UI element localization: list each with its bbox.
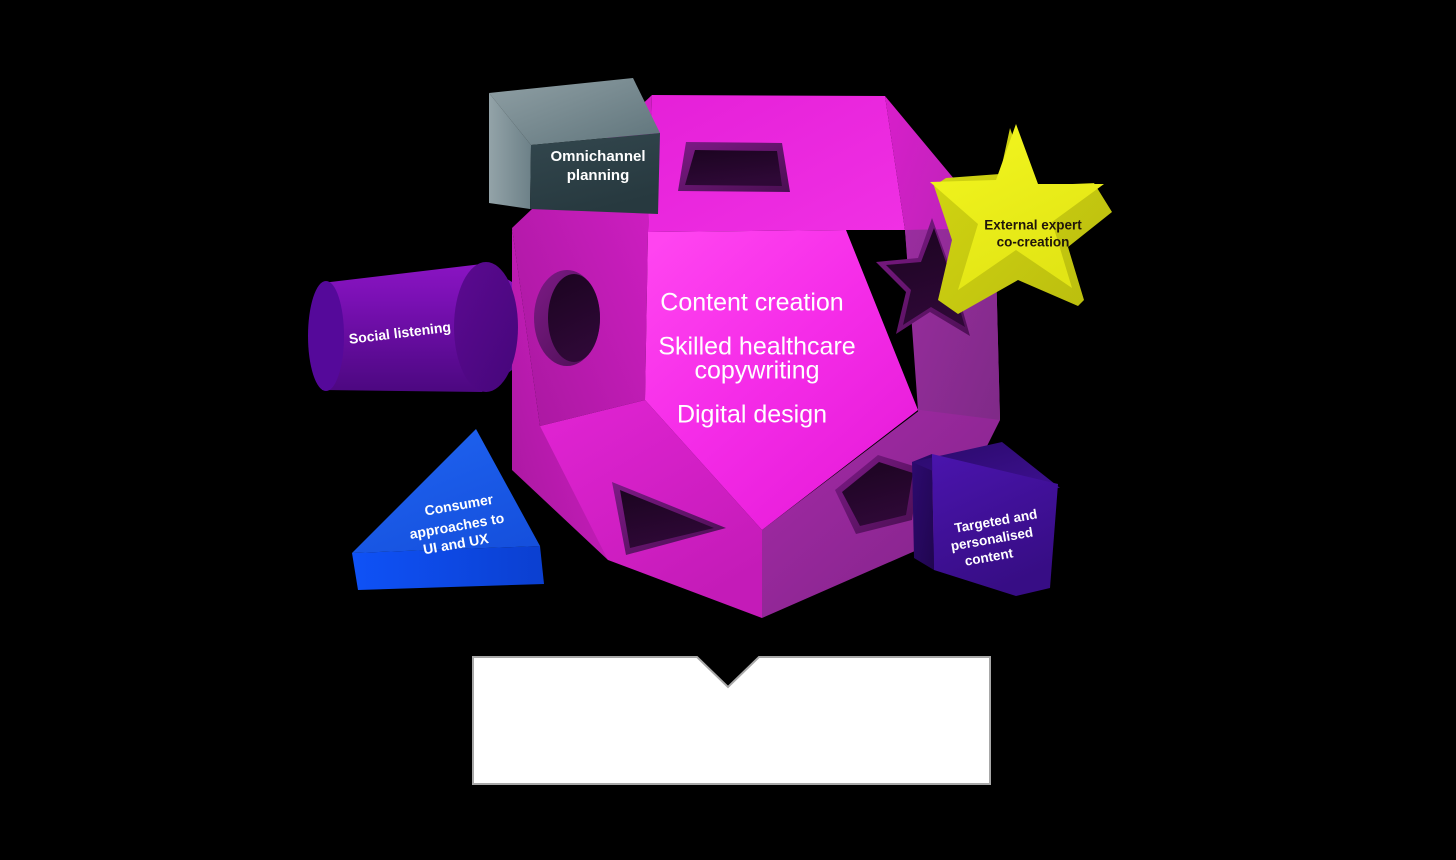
caption-panel[interactable] — [472, 656, 991, 785]
star-front-face — [930, 124, 1104, 290]
piece-omnichannel-planning[interactable]: Omnichannel planning — [489, 78, 660, 214]
triangle-base-face — [352, 546, 544, 590]
cavity-square — [678, 142, 790, 192]
piece-targeted-personalised-content[interactable]: Targeted and personalised content — [912, 442, 1060, 596]
cavity-star — [876, 218, 992, 336]
central-dodecahedron: Content creation Skilled healthcare copy… — [512, 95, 1000, 618]
cylinder-right-cap — [454, 262, 518, 392]
core-face-front — [645, 230, 918, 530]
cavity-pentagon — [835, 455, 920, 534]
caption-panel-body — [472, 656, 991, 785]
indigo-cube-left-face — [912, 454, 934, 570]
cavity-triangle — [612, 482, 726, 555]
triangle-front-face — [352, 429, 540, 553]
cavity-ellipse — [534, 270, 600, 366]
piece-social-listening[interactable]: Social listening — [308, 262, 518, 392]
indigo-cube-front-face — [932, 454, 1058, 596]
cube-left-face — [489, 93, 531, 209]
cylinder-left-cap — [308, 281, 344, 391]
cube-front-face — [530, 133, 660, 214]
piece-external-expert-co-creation[interactable]: External expert co-creation — [930, 124, 1112, 314]
cube-top-face — [489, 78, 660, 145]
